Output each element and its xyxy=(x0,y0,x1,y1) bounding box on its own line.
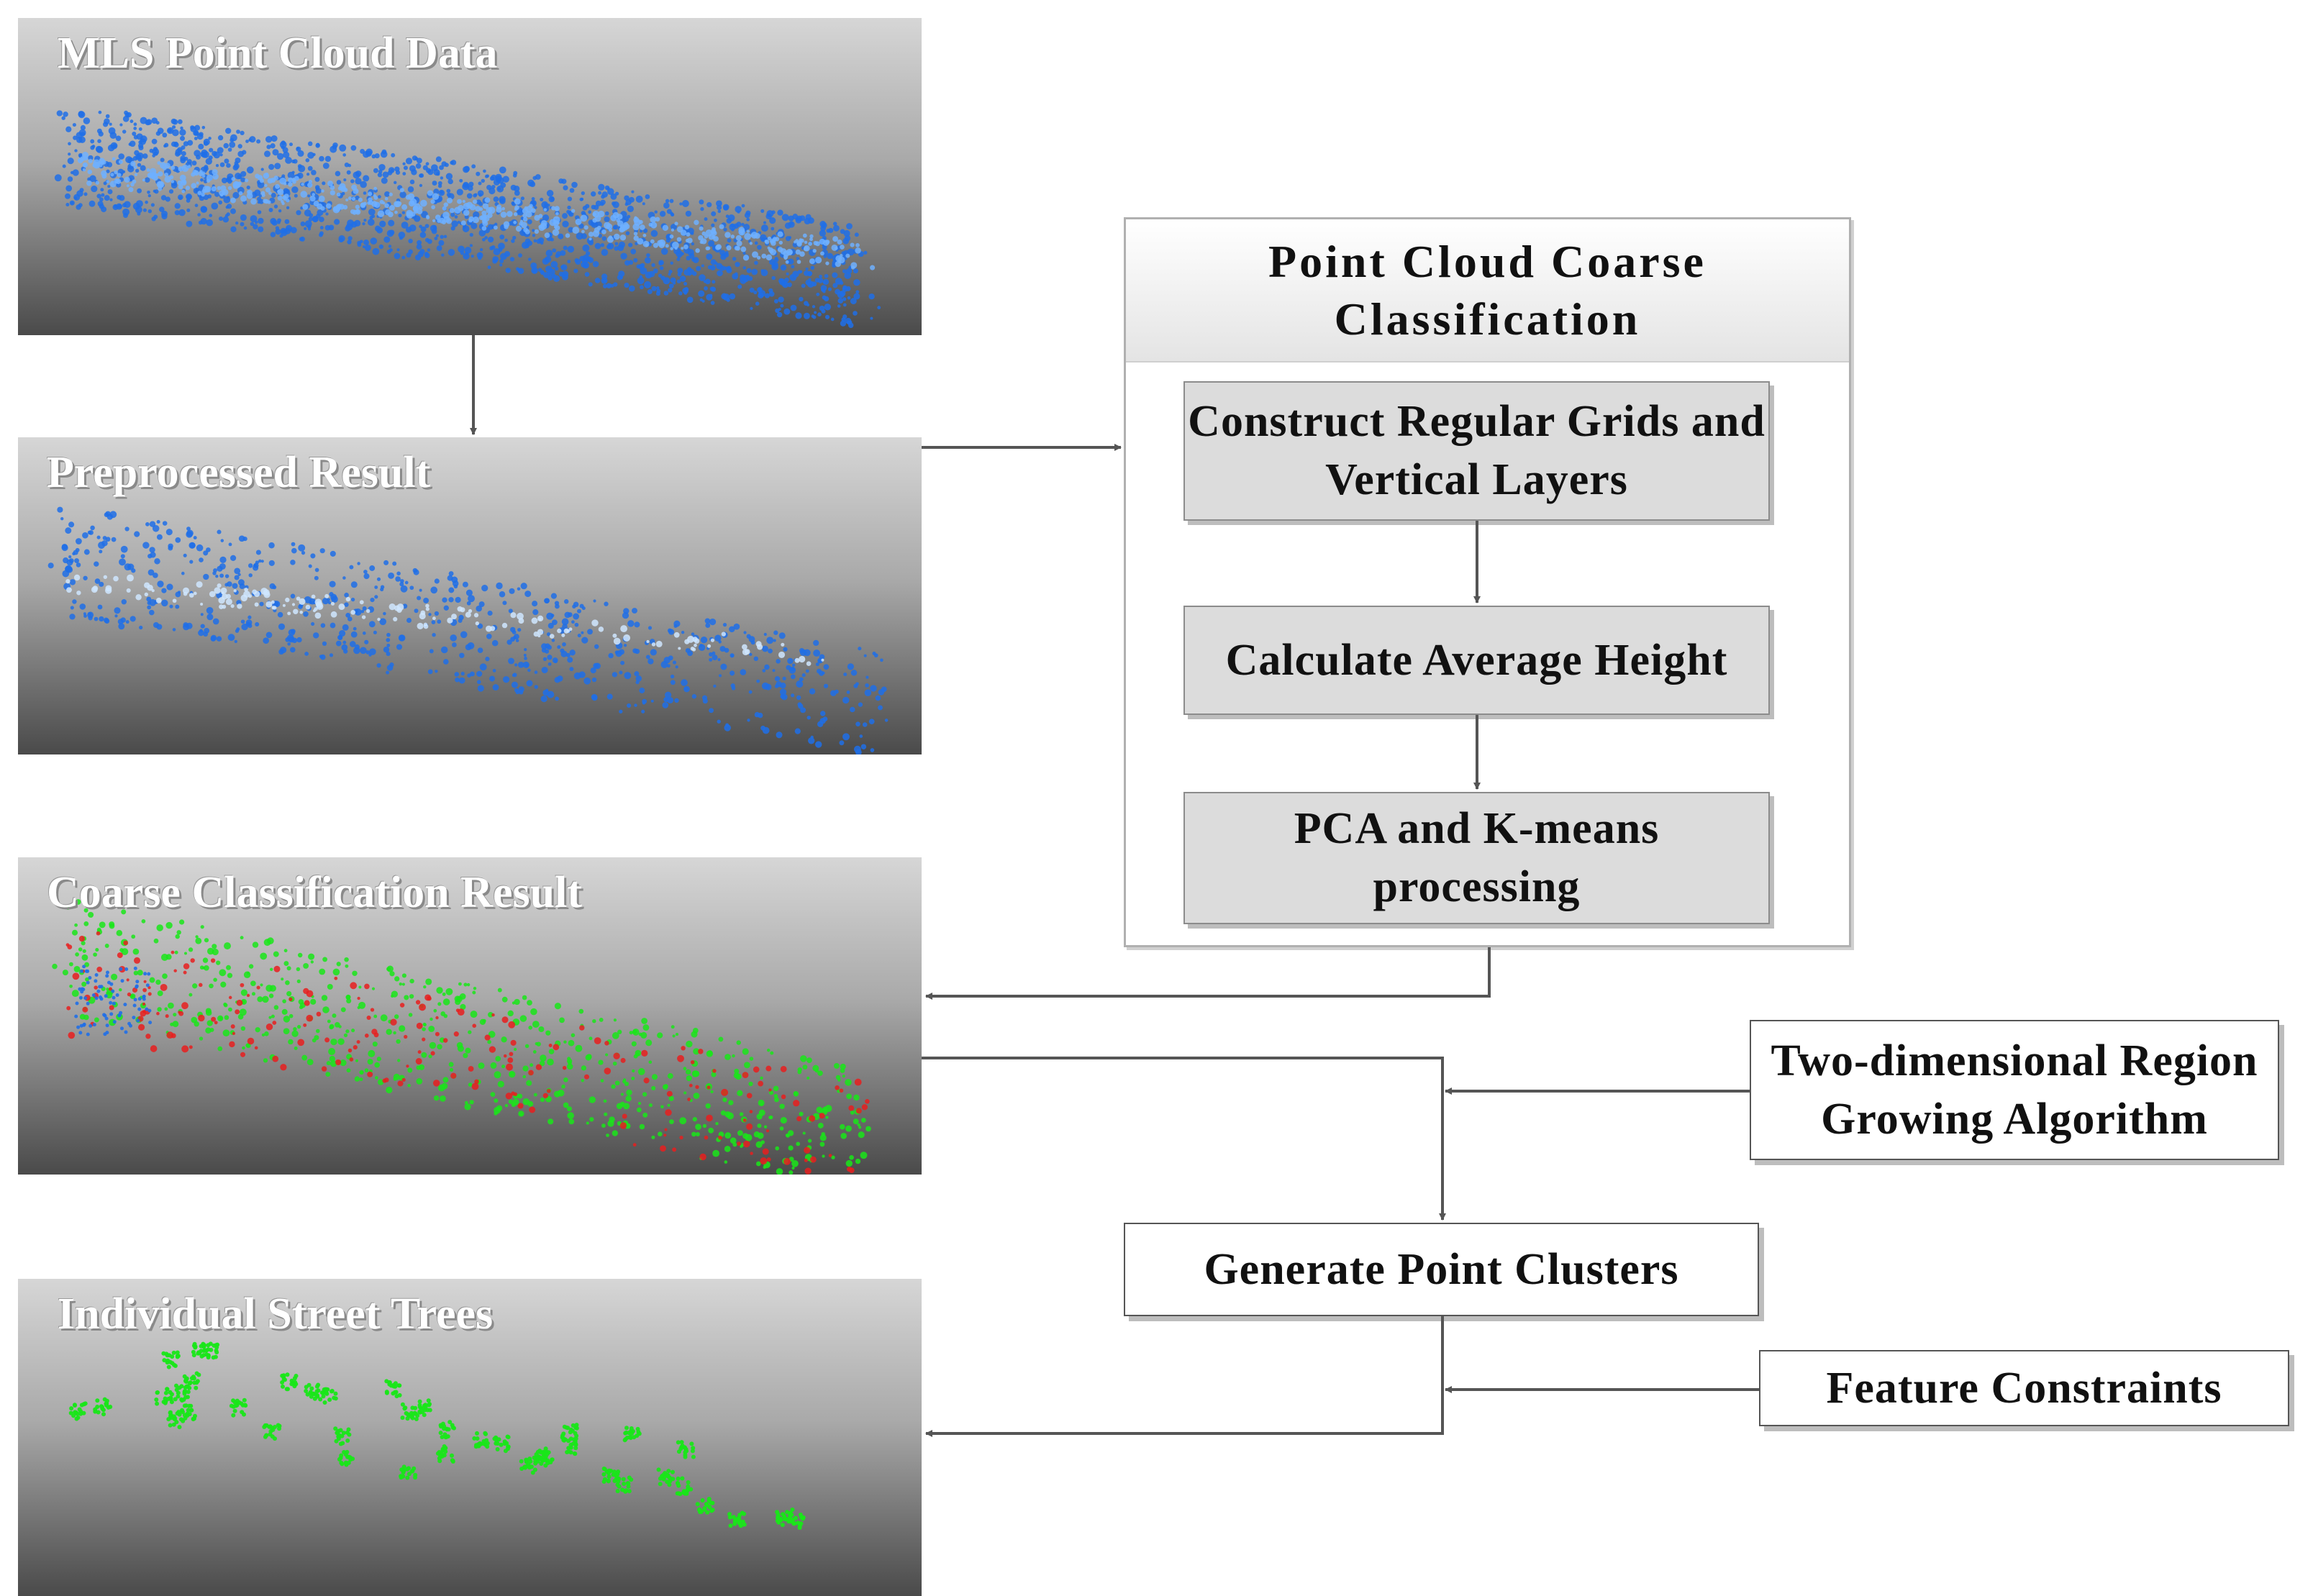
preprocessed-panel: Preprocessed Result xyxy=(18,437,922,754)
panel-label: MLS Point Cloud Data xyxy=(58,29,498,78)
arrow-to-street-trees xyxy=(925,1316,1444,1437)
panel-label: Coarse Classification Result xyxy=(47,868,582,917)
mls-point-cloud-panel: MLS Point Cloud Data xyxy=(18,18,922,335)
point-cloud-image xyxy=(54,110,881,329)
point-cloud-image xyxy=(68,1341,806,1531)
feature-constraints-box: Feature Constraints xyxy=(1759,1350,2289,1426)
region-growing-box: Two-dimensional Region Growing Algorithm xyxy=(1750,1020,2279,1160)
flow-connectors xyxy=(470,335,1759,1437)
step-construct-grids: Construct Regular Grids and Vertical Lay… xyxy=(1183,381,1770,521)
arrow-to-point-clusters xyxy=(922,1057,1446,1221)
step-average-height: Calculate Average Height xyxy=(1183,606,1770,715)
coarse-classification-panel: Coarse Classification Result xyxy=(18,857,922,1175)
street-trees-panel: Individual Street Trees xyxy=(18,1279,922,1596)
point-cloud-image xyxy=(52,899,871,1175)
coarse-classification-title: Point Cloud Coarse Classification xyxy=(1126,219,1849,362)
step-pca-kmeans: PCA and K-means processing xyxy=(1183,792,1770,924)
generate-clusters-box: Generate Point Clusters xyxy=(1124,1223,1759,1316)
panel-label: Individual Street Trees xyxy=(58,1290,494,1339)
panel-label: Preprocessed Result xyxy=(47,448,431,497)
point-cloud-image xyxy=(47,506,889,754)
arrow-to-coarse-result xyxy=(925,947,1491,1000)
